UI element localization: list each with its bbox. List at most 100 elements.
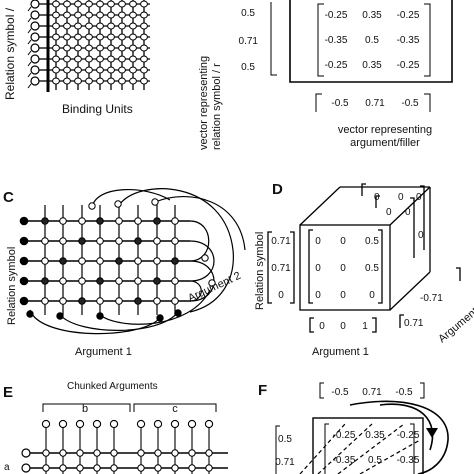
panel-a-binding-unit xyxy=(118,44,126,52)
panel-a-binding-unit xyxy=(63,55,71,63)
panel-e-arg-unit xyxy=(136,419,146,429)
panel-e-relation-unit xyxy=(21,448,31,458)
panel-c-relation-unit xyxy=(19,276,29,286)
panel-c-arg1-unit xyxy=(26,310,34,318)
panel-a-binding-unit xyxy=(52,22,60,30)
panel-a-binding-unit xyxy=(63,44,71,52)
panel-a-binding-unit xyxy=(96,44,104,52)
b-matrix-cell: -0.25 xyxy=(325,60,348,71)
panel-a-binding-unit xyxy=(107,11,115,19)
panel-c-binding-unit xyxy=(153,277,161,285)
panel-e-arg-unit xyxy=(153,419,163,429)
panel-c-binding-unit xyxy=(134,257,142,265)
panel-a-binding-unit xyxy=(129,22,137,30)
panel-a-relation-unit xyxy=(30,0,40,9)
panel-a-binding-unit xyxy=(107,66,115,74)
panel-e-label-b: b xyxy=(82,403,88,415)
panel-a-binding-unit xyxy=(85,0,93,8)
f-top-vec-2: 0.71 xyxy=(362,387,382,398)
panel-a-binding-unit xyxy=(107,33,115,41)
panel-a-binding-unit xyxy=(140,33,148,41)
panel-a-binding-unit xyxy=(118,11,126,19)
panel-c-binding-unit xyxy=(115,277,123,285)
f-left-vec-1: 0.5 xyxy=(278,434,292,445)
panel-c-binding-unit xyxy=(115,237,123,245)
d-left-vec-2: 0.71 xyxy=(271,263,291,274)
panel-c-binding-unit xyxy=(153,217,161,225)
panel-c-nodes xyxy=(19,198,216,322)
panel-e-binding-unit xyxy=(42,449,50,457)
panel-c-arg2-unit xyxy=(201,254,209,262)
panel-e-letter: E xyxy=(3,384,13,401)
panel-c-binding-unit xyxy=(78,297,86,305)
panel-a-unit-tail xyxy=(27,50,32,56)
d-front-cell: 0 xyxy=(315,236,321,247)
panel-a-binding-unit xyxy=(85,33,93,41)
b-matrix-left-bracket xyxy=(317,3,324,77)
panel-a-binding-unit xyxy=(140,66,148,74)
panel-c-binding-unit xyxy=(96,257,104,265)
f-arrows xyxy=(299,423,421,474)
f-matrix-cell: -0.25 xyxy=(397,430,420,441)
b-vert-caption-2: relation symbol / r xyxy=(211,63,223,150)
panel-e-binding-unit xyxy=(188,449,196,457)
panel-e-binding-unit xyxy=(171,449,179,457)
panel-a-binding-unit xyxy=(140,0,148,8)
d-left-vec-3: 0 xyxy=(278,290,284,301)
panel-c-arg1-unit xyxy=(56,312,64,320)
f-matrix-cell: 0.35 xyxy=(365,430,385,441)
b-bottom-vec-1: -0.5 xyxy=(331,98,349,109)
b-matrix-cell: -0.25 xyxy=(397,10,420,21)
panel-a-binding-unit xyxy=(96,33,104,41)
panel-a-binding-unit xyxy=(85,44,93,52)
panel-a-binding-unit xyxy=(107,0,115,8)
panel-a-binding-unit xyxy=(85,22,93,30)
panel-c-arg2-unit xyxy=(208,279,216,287)
b-matrix-outer-frame xyxy=(289,0,453,83)
panel-e-arg-unit xyxy=(58,419,68,429)
panel-a-binding-unit xyxy=(118,66,126,74)
panel-a-binding-unit xyxy=(85,77,93,85)
panel-a-binding-unit xyxy=(85,55,93,63)
panel-c-binding-unit xyxy=(171,217,179,225)
panel-c-binding-unit xyxy=(171,257,179,265)
panel-a-binding-unit xyxy=(140,77,148,85)
d-front-cell: 0 xyxy=(315,263,321,274)
panel-a-binding-unit xyxy=(85,66,93,74)
panel-a-binding-unit xyxy=(52,66,60,74)
f-matrix-box xyxy=(312,417,424,474)
panel-c-binding-unit xyxy=(41,297,49,305)
panel-a-binding-unit xyxy=(140,55,148,63)
panel-c-binding-unit xyxy=(78,257,86,265)
d-back-cell: 0 xyxy=(405,207,411,218)
d-diag-vec-1: 0.71 xyxy=(404,318,424,329)
panel-c-binding-unit xyxy=(153,257,161,265)
panel-e-binding-unit xyxy=(188,464,196,472)
panel-c-binding-unit xyxy=(153,297,161,305)
panel-a-binding-unit xyxy=(118,22,126,30)
panel-e-binding-unit xyxy=(76,464,84,472)
panel-e-binding-unit xyxy=(205,449,213,457)
panel-c-binding-unit xyxy=(171,237,179,245)
panel-a-binding-unit xyxy=(129,44,137,52)
f-left-vec-bracket xyxy=(275,425,280,474)
panel-f-letter: F xyxy=(258,382,267,399)
panel-a-binding-unit xyxy=(118,0,126,8)
f-matrix-right-bracket xyxy=(410,423,415,474)
panel-e-binding-unit xyxy=(137,449,145,457)
panel-a-binding-unit xyxy=(96,55,104,63)
panel-c-binding-unit xyxy=(134,217,142,225)
panel-e-brace-b xyxy=(42,403,131,412)
panel-e-arg-unit xyxy=(170,419,180,429)
f-left-vec-2: 0.71 xyxy=(275,457,295,468)
panel-a-binding-unit xyxy=(63,11,71,19)
d-front-cell: 0.5 xyxy=(365,236,379,247)
b-bottom-vec-right-bracket xyxy=(424,93,431,112)
panel-e-binding-unit xyxy=(76,449,84,457)
panel-c-arg1-unit xyxy=(156,314,164,322)
panel-a-binding-unit xyxy=(74,66,82,74)
d-back-cell: 0 xyxy=(398,192,404,203)
panel-d-cube xyxy=(267,183,461,333)
panel-e-side-label: a xyxy=(4,462,10,473)
